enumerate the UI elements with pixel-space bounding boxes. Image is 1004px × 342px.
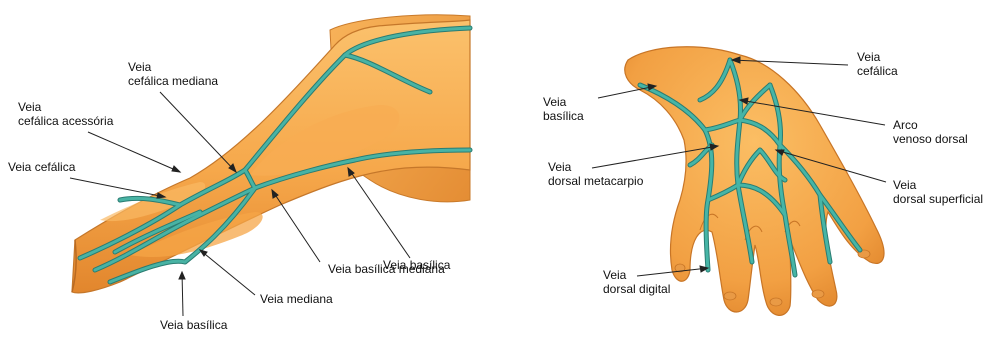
label-line-1: Veia — [548, 160, 643, 174]
label-line-1: Arco — [893, 118, 968, 132]
label-line-2: dorsal superficial — [893, 192, 983, 206]
label-line-2: venoso dorsal — [893, 132, 968, 146]
label-veia-basilica-lower: Veia basílica — [160, 318, 227, 332]
label-line-2: cefálica — [857, 64, 898, 78]
label-line-2: cefálica mediana — [128, 74, 218, 88]
label-veia-dorsal-digital: Veia dorsal digital — [603, 268, 670, 296]
label-line-1: Veia — [18, 100, 113, 114]
label-line-1: Veia — [893, 178, 983, 192]
label-veia-cefalica: Veia cefálica — [8, 160, 75, 174]
label-arco-venoso-dorsal: Arco venoso dorsal — [893, 118, 968, 146]
label-line-2: cefálica acessória — [18, 114, 113, 128]
label-line-2: dorsal digital — [603, 282, 670, 296]
label-veia-cefalica-acessoria: Veia cefálica acessória — [18, 100, 113, 128]
label-line-2: basílica — [543, 109, 584, 123]
label-line-1: Veia — [603, 268, 670, 282]
label-line-1: Veia — [543, 95, 584, 109]
label-veia-cefalica-mediana: Veia cefálica mediana — [128, 60, 218, 88]
label-hand-veia-basilica: Veia basílica — [543, 95, 584, 123]
label-veia-dorsal-metacarpio: Veia dorsal metacarpio — [548, 160, 643, 188]
label-veia-basilica-mediana: Veia basílica mediana — [328, 262, 445, 276]
label-veia-mediana: Veia mediana — [260, 292, 333, 306]
label-veia-dorsal-superficial: Veia dorsal superficial — [893, 178, 983, 206]
label-line-1: Veia — [128, 60, 218, 74]
label-hand-veia-cefalica: Veia cefálica — [857, 50, 898, 78]
label-line-2: dorsal metacarpio — [548, 174, 643, 188]
label-line-1: Veia — [857, 50, 898, 64]
